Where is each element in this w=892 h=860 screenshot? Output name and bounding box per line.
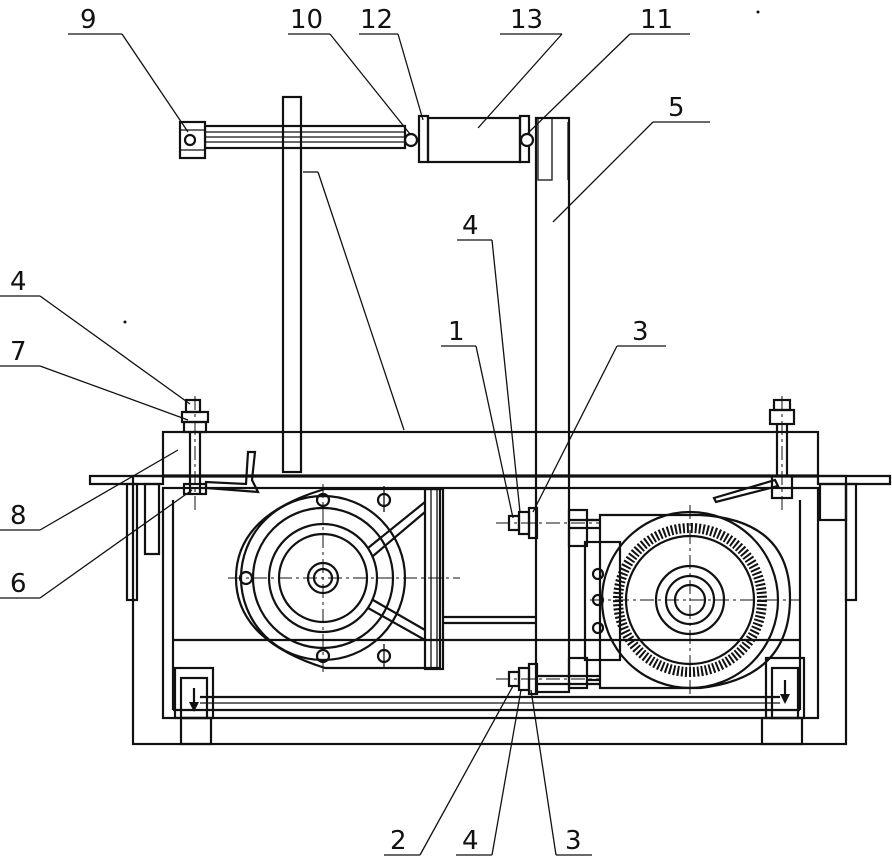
callout-5: 5 bbox=[668, 93, 685, 123]
speck bbox=[123, 320, 127, 324]
leader-lines bbox=[0, 33, 710, 856]
callout-9: 9 bbox=[80, 5, 97, 35]
speck bbox=[756, 10, 760, 14]
callout-13: 13 bbox=[510, 5, 543, 35]
callout-2: 2 bbox=[390, 826, 407, 856]
base-frame bbox=[131, 474, 848, 746]
left-deflector bbox=[204, 450, 260, 494]
right-flange bbox=[816, 474, 892, 602]
top-cover-plate bbox=[161, 430, 820, 478]
right-deflector bbox=[712, 478, 780, 504]
callout-10: 10 bbox=[290, 5, 323, 35]
callout-3-bottom: 3 bbox=[565, 826, 582, 856]
bottom-rails bbox=[179, 716, 804, 746]
left-flange bbox=[88, 474, 165, 602]
callout-11: 11 bbox=[640, 5, 673, 35]
right-bolt-assembly bbox=[768, 396, 796, 510]
left-bolt-assembly bbox=[180, 396, 210, 510]
upper-fastener bbox=[496, 506, 600, 540]
callout-labels: 9 10 12 13 11 5 4 4 7 1 3 8 6 2 4 3 bbox=[10, 5, 685, 856]
callout-4-left: 4 bbox=[10, 267, 27, 297]
callout-1: 1 bbox=[448, 317, 465, 347]
callout-3-upper: 3 bbox=[632, 317, 649, 347]
left-foot bbox=[173, 666, 215, 720]
callout-4-bottom: 4 bbox=[462, 826, 479, 856]
right-foot bbox=[764, 656, 806, 720]
left-motor-pulley bbox=[228, 484, 536, 672]
callout-7: 7 bbox=[10, 337, 27, 367]
callout-12: 12 bbox=[360, 5, 393, 35]
callout-8: 8 bbox=[10, 501, 27, 531]
callout-4-upper: 4 bbox=[462, 211, 479, 241]
lower-fastener bbox=[496, 662, 600, 696]
right-gear-unit bbox=[567, 505, 800, 695]
callout-6: 6 bbox=[10, 569, 27, 599]
right-upright-post bbox=[534, 116, 571, 694]
left-upright-post bbox=[281, 95, 303, 474]
top-rod-assembly bbox=[178, 114, 535, 164]
